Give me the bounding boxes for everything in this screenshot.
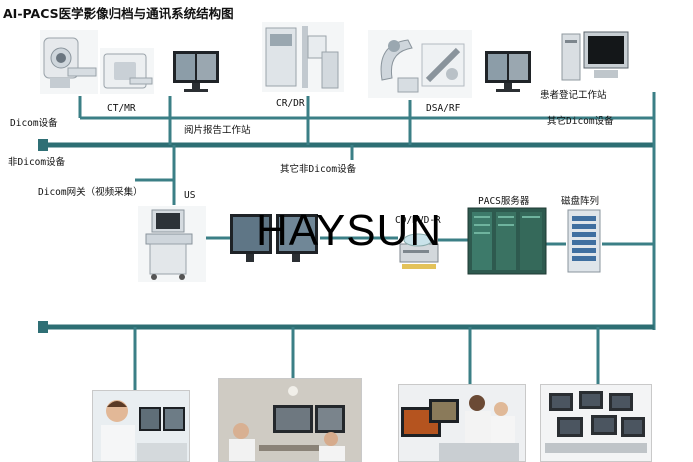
label-pacs-server: PACS服务器 [478, 196, 530, 207]
team-review-photo [398, 384, 526, 462]
ct-scanner-icon [40, 30, 98, 94]
watermark-text: HAYSUN [256, 206, 443, 255]
label-non-dicom: 非Dicom设备 [8, 157, 66, 168]
label-ct-mr: CT/MR [107, 103, 136, 114]
label-other-dicom: 其它Dicom设备 [547, 116, 614, 127]
workstation-computer-icon [558, 28, 634, 86]
monitor-icon [170, 48, 222, 94]
bus-node-bottom [38, 321, 48, 333]
label-cr-dr: CR/DR [276, 98, 305, 109]
label-disk-array: 磁盘阵列 [561, 196, 600, 207]
bus-node-top [38, 139, 48, 151]
c-arm-icon [368, 30, 472, 98]
monitor-array-photo [540, 384, 652, 462]
label-dsa-rf: DSA/RF [426, 103, 461, 114]
mr-scanner-icon [100, 48, 154, 94]
disk-array-icon [566, 208, 602, 274]
diagram-title: AI-PACS医学影像归档与通讯系统结构图 [3, 6, 234, 21]
label-film-report: 阅片报告工作站 [184, 125, 251, 136]
doctor-workstation-photo [92, 390, 190, 462]
label-other-non-dicom: 其它非Dicom设备 [280, 164, 357, 175]
label-cd-dvd: CD/DVD-R [395, 215, 441, 226]
server-rack-icon [466, 206, 548, 276]
reading-room-photo [218, 378, 362, 462]
cd-burner-icon [398, 230, 440, 272]
ultrasound-icon [138, 206, 206, 282]
monitor-icon [228, 210, 320, 268]
label-us: US [184, 190, 196, 201]
monitor-icon [482, 48, 534, 96]
label-patient-registration: 患者登记工作站 [540, 90, 607, 101]
cr-dr-machine-icon [262, 22, 344, 92]
label-dicom-device: Dicom设备 [10, 118, 58, 129]
label-dicom-gateway: Dicom网关（视频采集） [38, 187, 143, 198]
